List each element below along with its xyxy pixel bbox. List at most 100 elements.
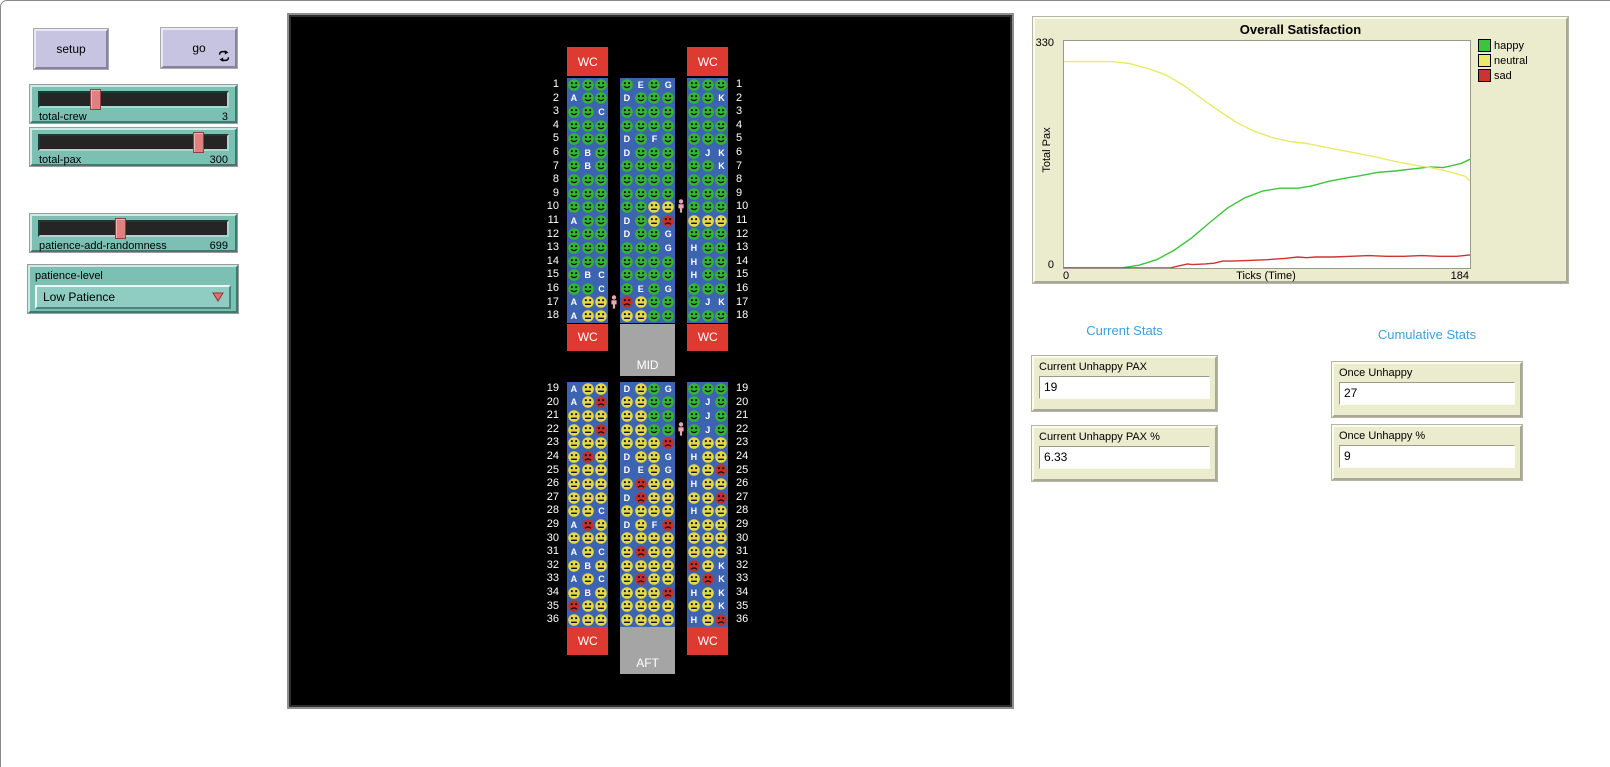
seat <box>581 78 595 92</box>
seat <box>595 309 609 323</box>
neutral-passenger-icon <box>595 464 607 476</box>
slider-track[interactable] <box>38 89 229 110</box>
neutral-passenger-icon <box>715 532 727 544</box>
happy-passenger-icon <box>568 283 580 295</box>
seat-bank <box>567 382 609 627</box>
seat <box>648 268 662 282</box>
neutral-passenger-icon <box>662 492 674 504</box>
empty-seat-letter: A <box>570 93 578 104</box>
slider-label: patience-add-randomness <box>39 240 167 252</box>
row-number: 11 <box>547 214 559 226</box>
slider-track[interactable] <box>38 218 229 239</box>
seat <box>595 559 609 573</box>
row-number: 12 <box>736 227 749 240</box>
seat <box>620 423 634 437</box>
seat <box>620 396 634 410</box>
patience-add-randomness-slider[interactable]: patience-add-randomness 699 <box>30 214 237 252</box>
seat <box>648 559 662 573</box>
seat <box>648 532 662 546</box>
empty-seat-letter: A <box>570 397 578 408</box>
row-number: 10 <box>736 200 749 213</box>
seat <box>648 450 662 464</box>
seat <box>687 600 701 614</box>
seat <box>595 382 609 396</box>
row-number: 12 <box>546 227 559 240</box>
seat <box>661 160 675 174</box>
seat <box>567 160 581 174</box>
happy-passenger-icon <box>582 215 594 227</box>
seat <box>620 600 634 614</box>
happy-passenger-icon <box>715 410 727 422</box>
row-number: 8 <box>736 173 743 186</box>
neutral-passenger-icon <box>582 410 594 422</box>
setup-button[interactable]: setup <box>34 29 108 69</box>
seat <box>687 423 701 437</box>
row-number: 11 <box>736 214 748 226</box>
seat: H <box>687 504 701 518</box>
go-button[interactable]: go <box>161 28 237 68</box>
row-number: 29 <box>736 518 749 530</box>
seat <box>687 409 701 423</box>
seat: A <box>567 545 581 559</box>
seat <box>715 119 729 133</box>
row-number: 20 <box>546 395 559 408</box>
neutral-passenger-icon <box>582 396 594 408</box>
slider-track[interactable] <box>38 132 229 153</box>
seat <box>581 173 595 187</box>
happy-passenger-icon <box>662 296 674 308</box>
seat <box>648 382 662 396</box>
happy-passenger-icon <box>635 133 647 145</box>
seat <box>581 396 595 410</box>
neutral-passenger-icon <box>568 505 580 517</box>
seat <box>701 450 715 464</box>
seat: H <box>687 450 701 464</box>
slider-value: 3 <box>221 111 228 123</box>
seat <box>595 241 609 255</box>
seat <box>595 146 609 160</box>
chevron-down-icon <box>212 292 224 302</box>
slider-handle[interactable] <box>114 218 126 239</box>
total-crew-slider[interactable]: total-crew 3 <box>30 85 237 123</box>
row-number: 18 <box>736 309 749 322</box>
neutral-passenger-icon <box>582 296 594 308</box>
neutral-passenger-icon <box>635 532 647 544</box>
seat: C <box>595 545 609 559</box>
neutral-passenger-icon <box>648 546 660 558</box>
neutral-passenger-icon <box>635 310 647 322</box>
satisfaction-plot: Overall Satisfaction 330 0 Total Pax 0 T… <box>1033 17 1568 283</box>
legend-label: neutral <box>1494 54 1528 67</box>
neutral-passenger-icon <box>595 410 607 422</box>
seat <box>567 200 581 214</box>
neutral-passenger-icon <box>595 614 607 626</box>
seat: K <box>715 572 729 586</box>
seat <box>701 586 715 600</box>
sad-passenger-icon <box>635 546 647 558</box>
seat <box>595 409 609 423</box>
patience-level-dropdown[interactable]: Low Patience <box>35 285 231 309</box>
neutral-passenger-icon <box>621 532 633 544</box>
happy-passenger-icon <box>702 383 714 395</box>
row-number: 17 <box>546 295 559 308</box>
total-pax-slider[interactable]: total-pax 300 <box>30 128 237 166</box>
empty-seat-letter: B <box>584 560 591 571</box>
neutral-passenger-icon <box>702 492 714 504</box>
happy-passenger-icon <box>582 283 594 295</box>
happy-passenger-icon <box>662 174 674 186</box>
seat: J <box>701 409 715 423</box>
slider-handle[interactable] <box>90 89 102 110</box>
seat <box>701 545 715 559</box>
seat <box>595 586 609 600</box>
y-axis-label: Total Pax <box>1041 127 1053 173</box>
seat: A <box>567 382 581 396</box>
seat <box>715 200 729 214</box>
slider-handle[interactable] <box>193 132 205 153</box>
seat <box>661 187 675 201</box>
row-number: 28 <box>546 504 559 517</box>
seat <box>634 173 648 187</box>
seat <box>687 559 701 573</box>
legend-swatch <box>1478 69 1491 82</box>
happy-passenger-icon <box>568 174 580 186</box>
seat <box>634 228 648 242</box>
seat <box>620 613 634 627</box>
